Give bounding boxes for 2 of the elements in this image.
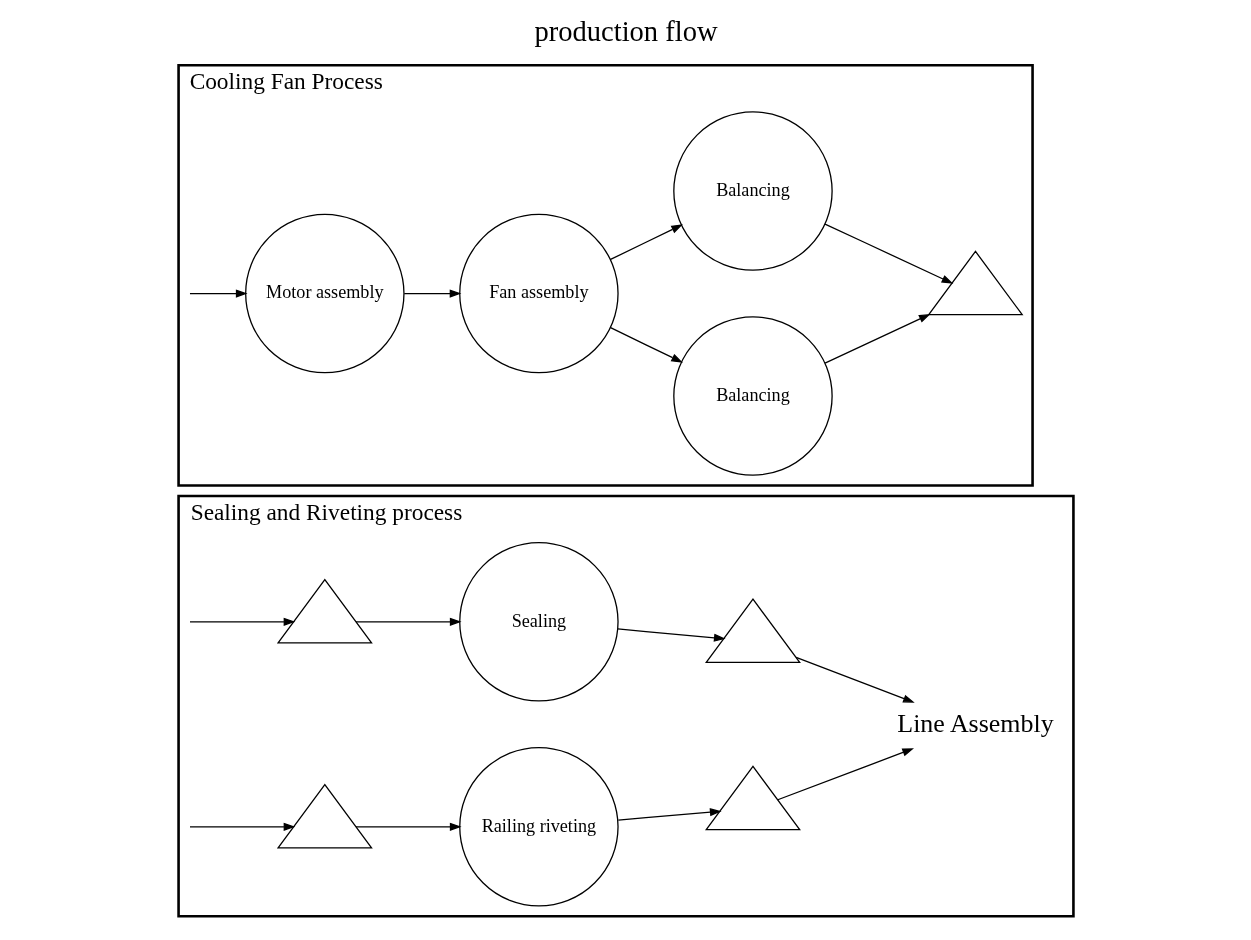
diagram-title: production flow [533,16,718,48]
node-text: Line Assembly [896,709,1054,739]
